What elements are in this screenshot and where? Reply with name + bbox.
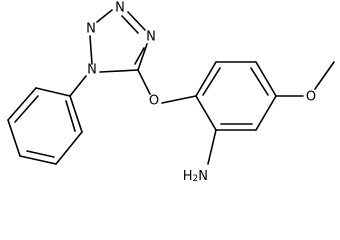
bond xyxy=(137,43,148,71)
bond xyxy=(26,150,55,158)
bond xyxy=(14,95,39,123)
atom-o-methoxy: O xyxy=(306,90,316,105)
bond xyxy=(65,100,76,132)
atom-label-o-ether: O xyxy=(149,94,159,109)
chemical-structure: N N N N O O H2N xyxy=(7,1,335,185)
atom-label-n2: N xyxy=(86,22,96,37)
atom-label-n1: N xyxy=(87,63,97,78)
bond xyxy=(137,69,151,95)
bond xyxy=(255,95,277,131)
bond xyxy=(134,47,145,65)
bond xyxy=(99,69,139,73)
atom-label-amine: H2N xyxy=(183,169,208,185)
atom-n1: N xyxy=(87,63,97,78)
bond xyxy=(195,95,217,131)
atom-n3: N xyxy=(115,1,125,16)
bond xyxy=(89,35,93,65)
bond xyxy=(314,61,335,90)
bond xyxy=(127,11,146,31)
bond xyxy=(7,87,37,121)
atom-n2: N xyxy=(86,22,96,37)
phenyl-ring xyxy=(7,87,83,165)
atom-o-ether: O xyxy=(149,94,159,109)
bond xyxy=(207,129,217,165)
atom-label-n3: N xyxy=(115,1,125,16)
atom-label-n4: N xyxy=(146,30,156,45)
bond xyxy=(55,131,83,165)
bond xyxy=(35,87,71,97)
bond xyxy=(121,15,139,34)
bond xyxy=(250,67,269,96)
atom-amine: H2N xyxy=(183,169,208,185)
bond xyxy=(7,119,21,157)
bond xyxy=(255,61,277,97)
bond xyxy=(69,75,87,97)
bond xyxy=(96,9,113,23)
atom-n4: N xyxy=(146,30,156,45)
bond xyxy=(161,95,197,104)
bond xyxy=(69,95,83,133)
bond xyxy=(195,61,217,97)
methoxyaniline-ring xyxy=(195,61,277,131)
bond xyxy=(19,155,57,165)
tetrazole-ring xyxy=(89,9,148,73)
bond xyxy=(202,67,221,96)
atom-label-o-methoxy: O xyxy=(306,90,316,105)
